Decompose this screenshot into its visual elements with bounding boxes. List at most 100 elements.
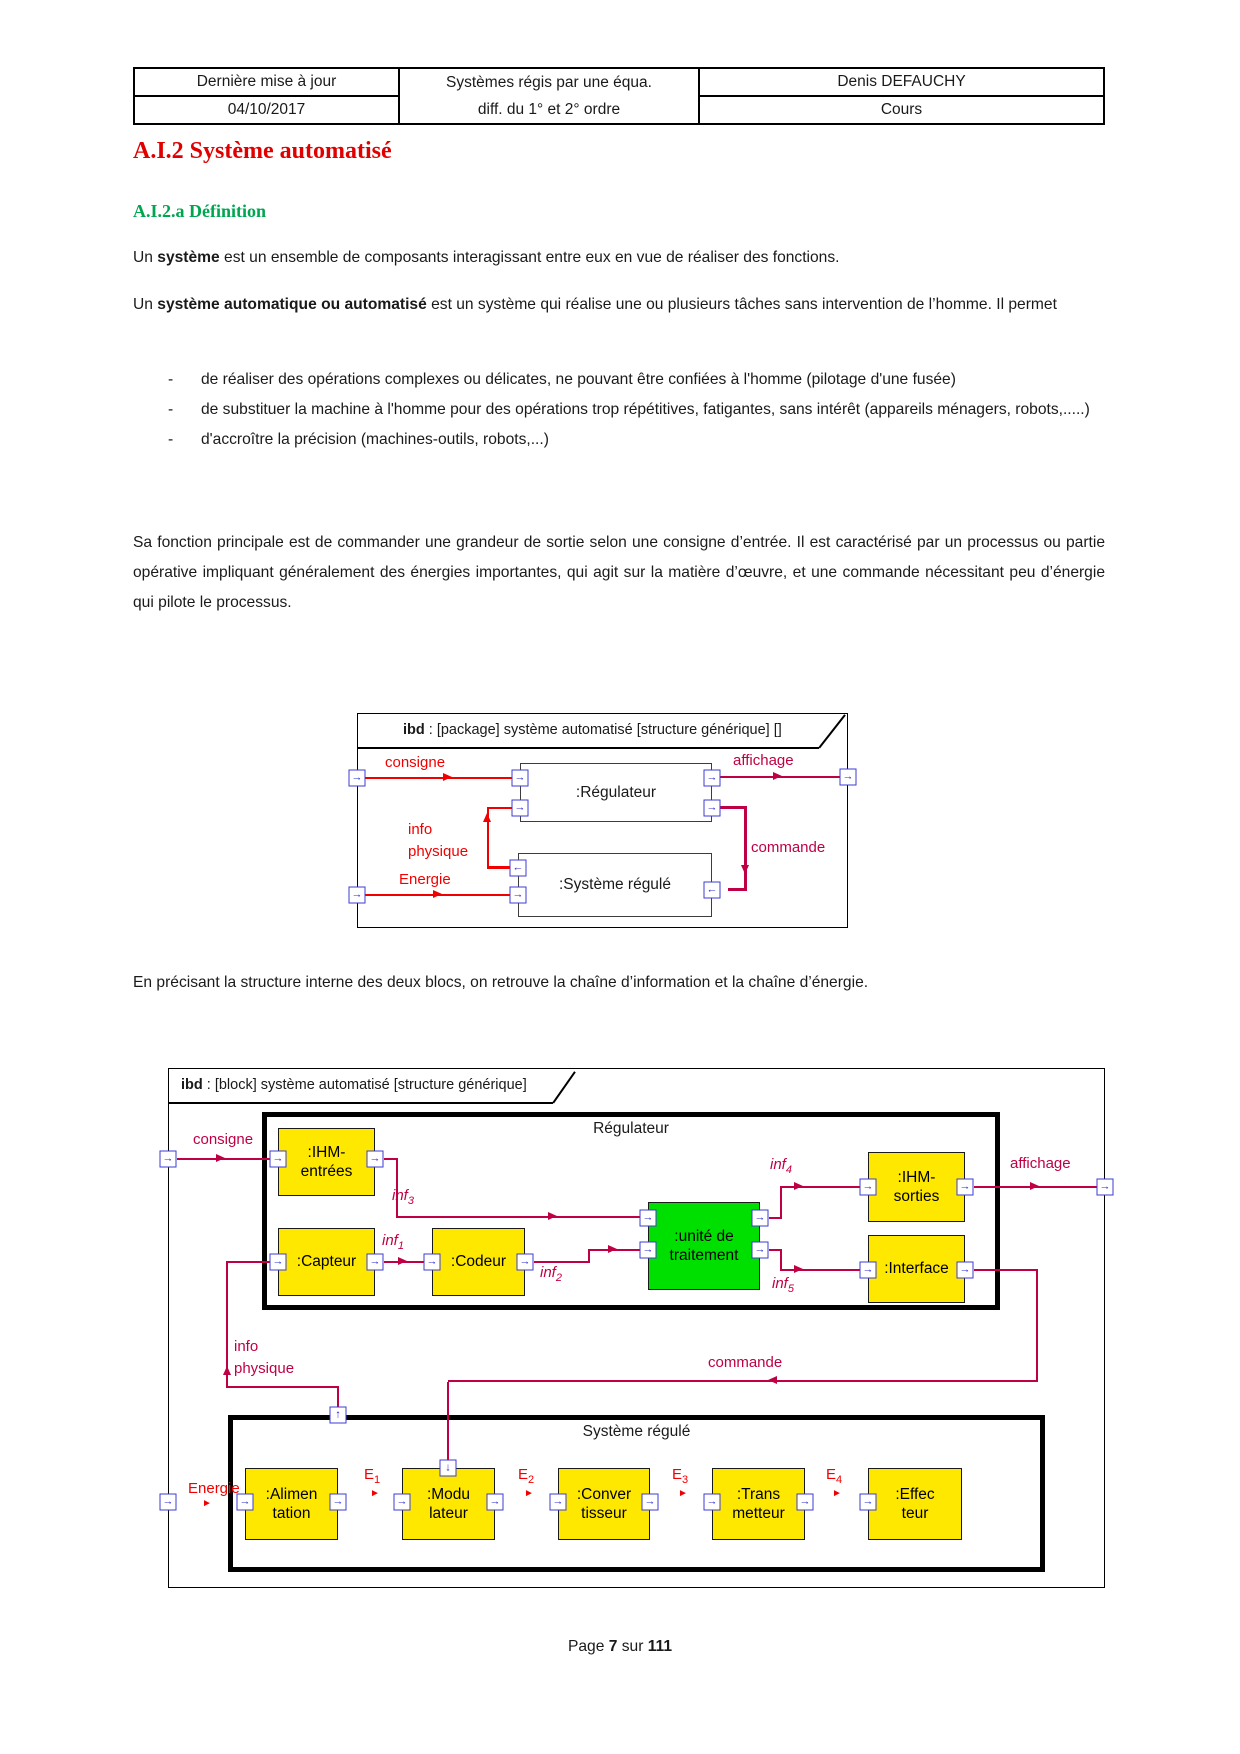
- label-commande: commande: [708, 1354, 783, 1371]
- page-number: Page 7 sur 111: [567, 1638, 673, 1655]
- port-arrow-icon: →: [489, 1495, 501, 1508]
- port: →: [956, 1261, 974, 1279]
- port-arrow-icon: →: [706, 771, 718, 784]
- connector-commande: [1036, 1270, 1038, 1382]
- arrowhead-icon: [483, 813, 491, 822]
- port: →: [393, 1493, 411, 1511]
- label-affichage: affichage: [733, 752, 794, 769]
- port: →: [796, 1493, 814, 1511]
- arrowhead-icon: [741, 865, 749, 874]
- connector-info-physique: [487, 807, 513, 809]
- dash-bullet: -: [168, 401, 174, 418]
- region-label-regulateur: Régulateur: [593, 1120, 669, 1137]
- port: →: [511, 769, 529, 787]
- connector-inf5: [769, 1249, 782, 1251]
- tab-border: [168, 1102, 553, 1104]
- block-codeur: :Codeur: [432, 1228, 525, 1296]
- arrowhead-icon: [794, 1265, 803, 1273]
- block-interface: :Interface: [868, 1235, 965, 1303]
- label-inf4: inf4: [770, 1156, 792, 1176]
- port-arrow-icon: →: [552, 1495, 564, 1508]
- port-arrow-icon: →: [514, 801, 526, 814]
- bold-systeme: système: [157, 249, 220, 266]
- connector-info-physique: [226, 1386, 339, 1388]
- connector-consigne: [365, 777, 512, 779]
- connector-inf3: [384, 1158, 398, 1160]
- header-course-title-line2: diff. du 1° et 2° ordre: [477, 100, 621, 118]
- connector-commande: [720, 806, 747, 809]
- port: →: [329, 1493, 347, 1511]
- paragraph-definition-automatise: Un système automatique ou automatisé est…: [133, 296, 1057, 313]
- block-ihm-sorties: :IHM-sorties: [868, 1152, 965, 1222]
- diagram-ibd-package: ibd : [package] système automatisé [stru…: [348, 713, 857, 928]
- arrowhead-icon: [398, 1257, 407, 1265]
- connector-info-physique: [337, 1388, 339, 1415]
- port-arrow-icon: →: [272, 1152, 284, 1165]
- port-arrow-icon: →: [239, 1495, 251, 1508]
- label-energie: Energie: [399, 871, 451, 888]
- connector-commande: [744, 807, 747, 891]
- port: →: [348, 886, 366, 904]
- port: →: [366, 1253, 384, 1271]
- port: ←: [703, 881, 721, 899]
- list-item: -de substituer la machine à l'homme pour…: [168, 395, 1105, 425]
- label-inf2: inf2: [540, 1264, 562, 1284]
- flow-arrow-icon: ►: [524, 1488, 534, 1499]
- arrowhead-icon: [216, 1154, 225, 1162]
- connector-commande: [447, 1382, 449, 1468]
- port-arrow-icon: →: [512, 888, 524, 901]
- port-arrow-icon: →: [959, 1180, 971, 1193]
- arrowhead-icon: [443, 773, 452, 781]
- connector-commande: [974, 1269, 1038, 1271]
- port-arrow-icon: ↓: [445, 1461, 451, 1474]
- label-e1: E1: [364, 1466, 381, 1486]
- port: →: [639, 1209, 657, 1227]
- header-update-date: 04/10/2017: [227, 101, 306, 118]
- header-doc-type: Cours: [880, 101, 923, 118]
- label-info: info: [408, 821, 433, 838]
- port-arrow-icon: →: [332, 1495, 344, 1508]
- arrowhead-icon: [794, 1182, 803, 1190]
- port-arrow-icon: →: [369, 1255, 381, 1268]
- flow-arrow-icon: ►: [202, 1498, 212, 1509]
- paragraph-fonction-principale: Sa fonction principale est de commander …: [133, 534, 1105, 611]
- connector-inf2: [588, 1250, 590, 1263]
- port: ↑: [329, 1406, 347, 1424]
- port: →: [751, 1241, 769, 1259]
- port-arrow-icon: →: [162, 1495, 174, 1508]
- port: →: [859, 1493, 877, 1511]
- header-col-author: Denis DEFAUCHY Cours: [700, 69, 1103, 123]
- port-arrow-icon: →: [862, 1495, 874, 1508]
- bold-systeme-automatique: système automatique ou automatisé: [157, 296, 427, 313]
- port: →: [549, 1493, 567, 1511]
- arrowhead-icon: [433, 890, 442, 898]
- port: →: [516, 1253, 534, 1271]
- header-col-title: Systèmes régis par une équa. diff. du 1°…: [400, 69, 700, 123]
- port: →: [423, 1253, 441, 1271]
- arrowhead-icon: [223, 1366, 231, 1375]
- port: →: [751, 1209, 769, 1227]
- port-arrow-icon: →: [754, 1211, 766, 1224]
- tab-border: [357, 747, 819, 749]
- connector-info-physique: [226, 1261, 270, 1263]
- port-arrow-icon: →: [272, 1255, 284, 1268]
- port: →: [641, 1493, 659, 1511]
- label-affichage: affichage: [1010, 1155, 1071, 1172]
- port-arrow-icon: →: [162, 1152, 174, 1165]
- port: →: [859, 1261, 877, 1279]
- connector-inf5: [780, 1269, 860, 1271]
- label-physique: physique: [234, 1360, 295, 1377]
- list-item: -d'accroître la précision (machines-outi…: [168, 425, 1105, 455]
- header-author-name: Denis DEFAUCHY: [700, 69, 1103, 97]
- connector-inf3: [396, 1158, 398, 1218]
- header-course-title-line1: Systèmes régis par une équa.: [446, 73, 652, 91]
- port-arrow-icon: ←: [512, 861, 524, 874]
- port-arrow-icon: →: [351, 888, 363, 901]
- port: →: [269, 1150, 287, 1168]
- port-arrow-icon: →: [1099, 1180, 1111, 1193]
- flow-arrow-icon: ►: [370, 1488, 380, 1499]
- port-arrow-icon: →: [426, 1255, 438, 1268]
